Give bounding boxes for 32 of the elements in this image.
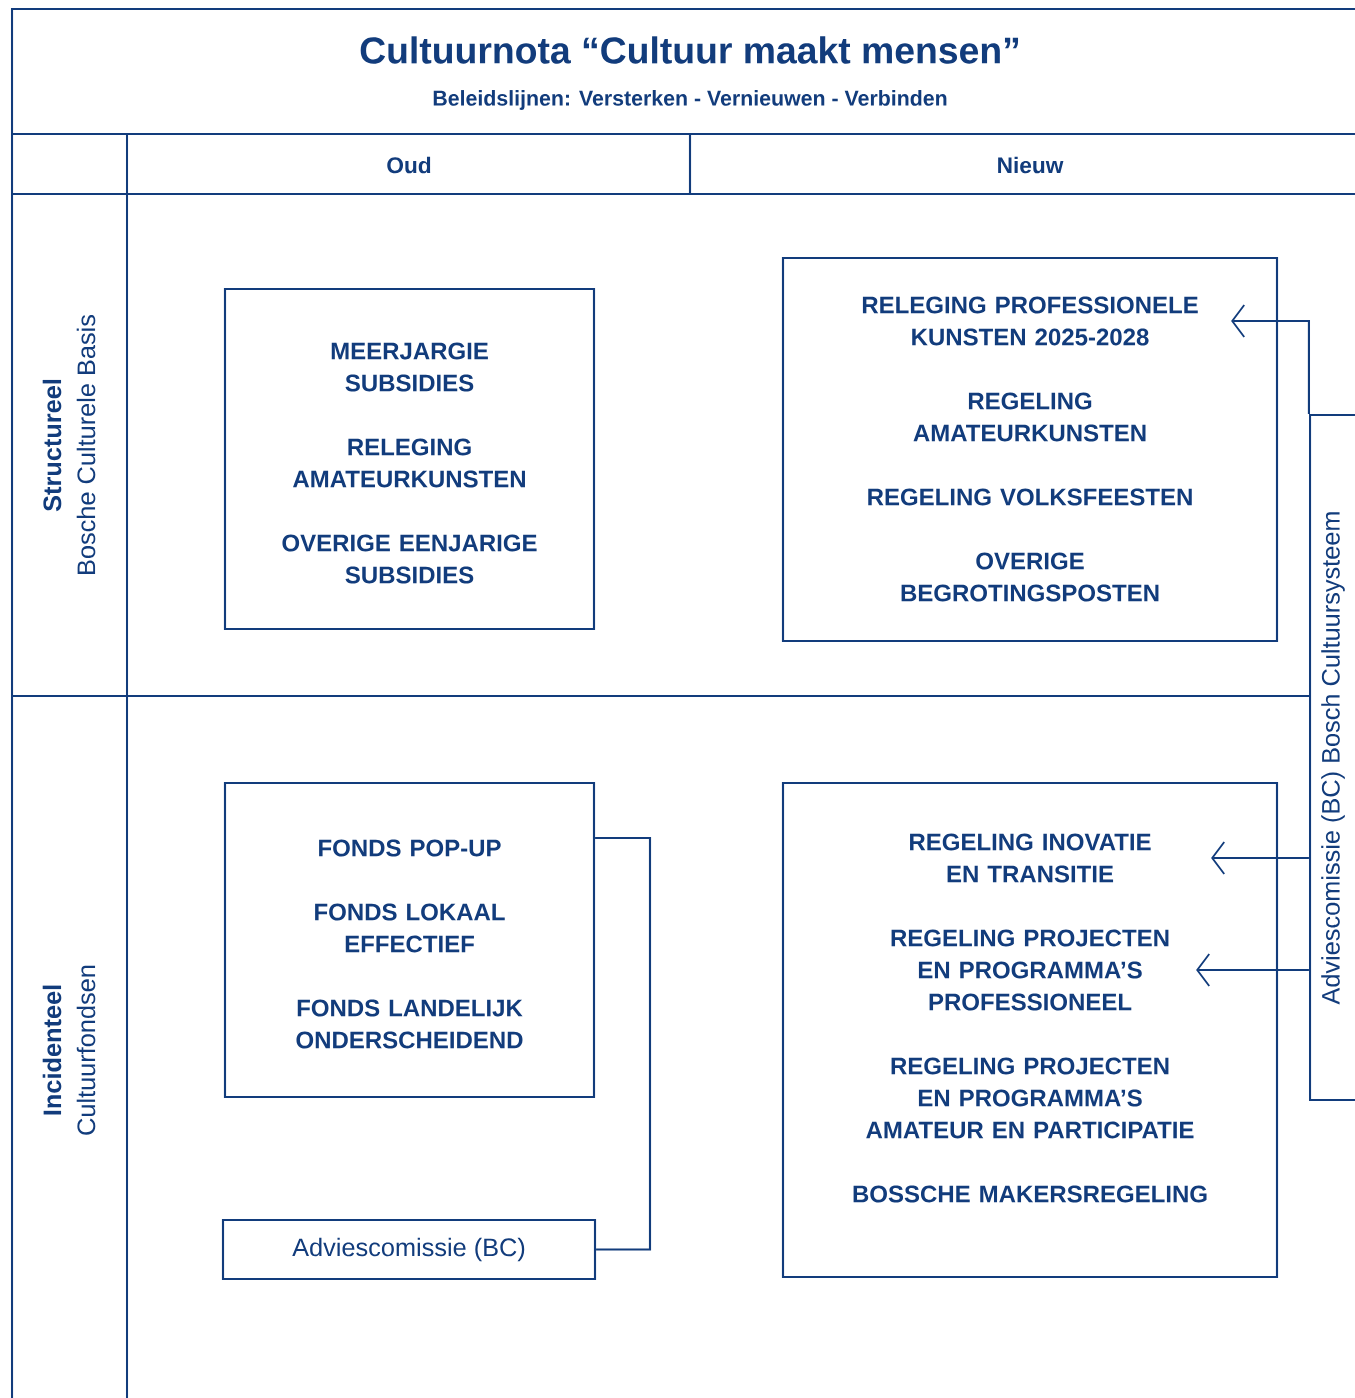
frame-box <box>223 287 596 631</box>
arrow <box>1211 841 1309 875</box>
subtitle: Beleidslijnen: Versterken - Vernieuwen - Verbinden <box>433 90 947 110</box>
list-item: FONDS LANDELIJK ONDERSCHEIDEND <box>296 999 523 1049</box>
list-item: REGELING INOVATIE EN TRANSITIE <box>910 833 1151 883</box>
list-item: BOSSCHE MAKERSREGELING <box>853 1185 1207 1203</box>
list-item: REGELING PROJECTEN EN PROGRAMMA’S PROFESSIONEEL <box>891 929 1169 1011</box>
column-header: Nieuw <box>998 156 1064 174</box>
row-header: Structureel <box>42 379 62 512</box>
column-header: Oud <box>387 156 431 174</box>
frame-box <box>781 256 1279 643</box>
list-item: FONDS POP-UP <box>319 839 501 857</box>
committee-box: Adviescomissie (BC) Bosch Cultuursysteem <box>1308 413 1355 1102</box>
row-subheader: Cultuurfondsen <box>76 965 96 1135</box>
title: Cultuurnota “Cultuur maakt mensen” <box>360 36 1019 64</box>
list-item: RELEGING AMATEURKUNSTEN <box>293 438 525 488</box>
row-subheader: Bosche Culturele Basis <box>76 315 96 574</box>
connector-line <box>595 836 652 1251</box>
list-item: OVERIGE BEGROTINGSPOSTEN <box>901 552 1159 602</box>
arrow <box>1196 953 1309 987</box>
list-item: MEERJARGIE SUBSIDIES <box>331 342 488 392</box>
list-item: FONDS LOKAAL EFFECTIEF <box>315 903 505 953</box>
list-item: RELEGING PROFESSIONELE KUNSTEN 2025-2028 <box>862 296 1198 346</box>
arrow <box>1231 304 1310 414</box>
list-item: OVERIGE EENJARIGE SUBSIDIES <box>282 534 537 584</box>
frame-box <box>223 781 596 1099</box>
list-item: REGELING PROJECTEN EN PROGRAMMA’S AMATEUR EN PARTICIPATIE <box>866 1057 1194 1139</box>
list-item: REGELING AMATEURKUNSTEN <box>913 392 1146 442</box>
row-header: Incidenteel <box>42 985 62 1115</box>
frame-box <box>781 781 1279 1279</box>
list-item: REGELING VOLKSFEESTEN <box>868 488 1192 506</box>
committee-box: Adviescomissie (BC) <box>221 1218 597 1281</box>
